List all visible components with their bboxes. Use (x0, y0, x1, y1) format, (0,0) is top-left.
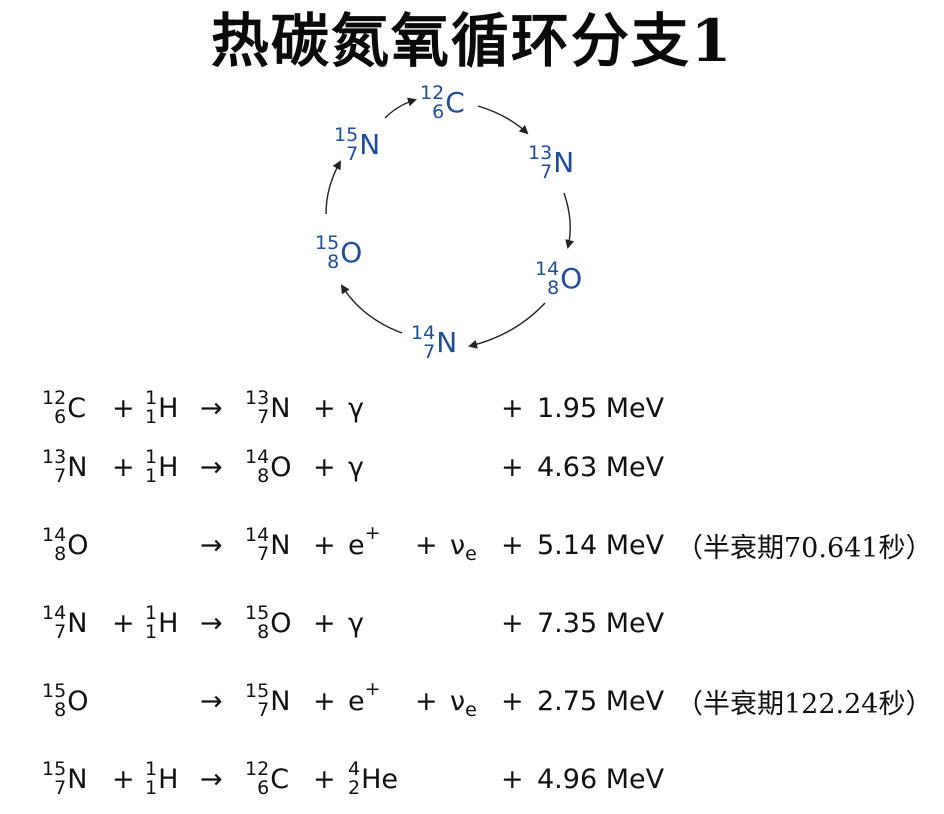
energy-value: 7.35 MeV (537, 607, 665, 639)
gamma-symbol: γ (348, 392, 364, 424)
reaction-arrow: → (200, 529, 223, 561)
energy-value: 4.63 MeV (537, 451, 665, 483)
arrow-o14-n14 (468, 302, 546, 349)
plus-sign: + (313, 451, 336, 483)
plus-sign: + (112, 763, 135, 795)
plus-sign: + (501, 392, 524, 424)
half-life-note: （半衰期122.24秒） (676, 688, 933, 720)
plus-sign: + (313, 763, 336, 795)
reaction-arrow: → (200, 763, 223, 795)
energy-value: 5.14 MeV (537, 529, 665, 561)
plus-sign: + (313, 529, 336, 561)
energy-value: 2.75 MeV (537, 685, 665, 717)
energy-value: 1.95 MeV (537, 392, 665, 424)
plus-sign: + (313, 392, 336, 424)
plus-sign: + (415, 685, 438, 717)
reaction-arrow: → (200, 392, 223, 424)
plus-sign: + (501, 763, 524, 795)
plus-sign: + (313, 607, 336, 639)
half-life-note: （半衰期70.641秒） (676, 532, 933, 564)
plus-sign: + (501, 685, 524, 717)
positron-symbol: e+ (348, 522, 381, 561)
reaction-arrow: → (200, 607, 223, 639)
arrow-n13-o14 (563, 192, 575, 249)
arrow-o15-n15 (325, 160, 341, 215)
page-title: 热碳氮氧循环分支1 (210, 7, 734, 75)
positron-symbol: e+ (348, 678, 381, 717)
gamma-symbol: γ (348, 607, 364, 639)
arrow-n14-o15 (340, 284, 403, 334)
reaction-arrow: → (200, 451, 223, 483)
plus-sign: + (415, 529, 438, 561)
reaction-arrow: → (200, 685, 223, 717)
plus-sign: + (501, 607, 524, 639)
gamma-symbol: γ (348, 451, 364, 483)
plus-sign: + (501, 451, 524, 483)
plus-sign: + (313, 685, 336, 717)
arrow-c12-n13 (477, 105, 529, 135)
plus-sign: + (501, 529, 524, 561)
energy-value: 4.96 MeV (537, 763, 665, 795)
plus-sign: + (112, 607, 135, 639)
plus-sign: + (112, 392, 135, 424)
arrow-n15-c12 (384, 97, 417, 119)
plus-sign: + (112, 451, 135, 483)
